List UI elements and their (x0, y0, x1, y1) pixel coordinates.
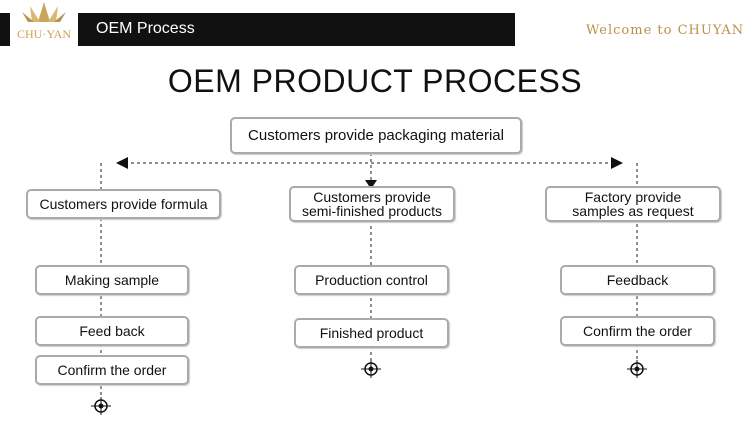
node-label: Customers provide formula (39, 196, 208, 212)
node-label-line1: Customers provide (313, 189, 431, 205)
arrow-right-icon (611, 157, 623, 169)
node-feedback: Feedback (560, 265, 715, 295)
node-finished-product: Finished product (294, 318, 449, 348)
header: CHU·YAN OEM Process Welcome to CHUYAN (0, 0, 750, 46)
node-feed-back: Feed back (35, 316, 189, 346)
header-accent-panel (515, 13, 750, 46)
node-making-sample: Making sample (35, 265, 189, 295)
node-label-line1: Factory provide (584, 189, 682, 205)
node-label-line2: samples as request (572, 203, 694, 219)
arrow-left-icon (116, 157, 128, 169)
node-label: Production control (315, 272, 428, 288)
node-customer-formula: Customers provide formula (26, 189, 221, 219)
node-factory-samples: Factory provide samples as request (545, 186, 721, 222)
page-title: OEM PRODUCT PROCESS (167, 63, 583, 99)
arrow-down-icon (365, 180, 377, 189)
logo[interactable]: CHU·YAN (10, 0, 78, 46)
node-label: Feed back (79, 323, 145, 339)
node-confirm-order-right: Confirm the order (560, 316, 715, 346)
end-marker-middle-icon (361, 360, 381, 378)
node-label: Confirm the order (583, 323, 692, 339)
node-label: Making sample (64, 272, 160, 288)
node-label-line2: semi-finished products (301, 203, 443, 219)
crown-leaf-icon (22, 2, 66, 22)
node-confirm-order-left: Confirm the order (35, 355, 189, 385)
node-label: Confirm the order (57, 362, 167, 378)
end-marker-right-icon (627, 360, 647, 378)
logo-text: CHU·YAN (17, 27, 71, 41)
welcome-text: Welcome to CHUYAN (586, 23, 745, 38)
node-semi-finished: Customers provide semi-finished products (289, 186, 455, 222)
node-label: Finished product (319, 325, 424, 341)
node-production-control: Production control (294, 265, 449, 295)
node-label: Customers provide packaging material (248, 127, 504, 144)
node-packaging-material: Customers provide packaging material (230, 117, 522, 154)
header-title: OEM Process (96, 20, 195, 37)
node-label: Feedback (606, 272, 669, 288)
end-marker-left-icon (91, 397, 111, 415)
